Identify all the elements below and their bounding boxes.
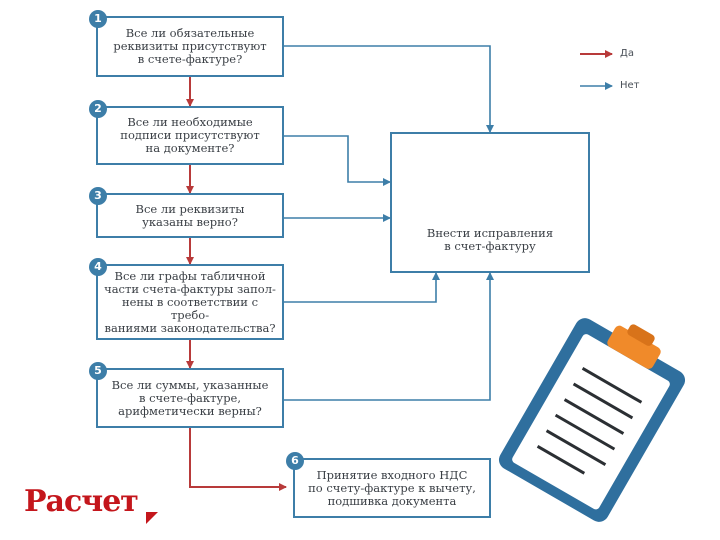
yes-arrows xyxy=(186,77,287,491)
legend-yes-label: Да xyxy=(620,48,634,59)
step-badge-1: 1 xyxy=(89,10,107,28)
step-box-1: Все ли обязательные реквизиты присутству… xyxy=(96,16,284,77)
step-box-2: Все ли необходимые подписи присутствуют … xyxy=(96,106,284,165)
step-text-5: Все ли суммы, указанные в счете-фактуре,… xyxy=(111,377,269,418)
step-badge-3: 3 xyxy=(89,187,107,205)
logo-accent xyxy=(146,512,158,524)
step-text-1: Все ли обязательные реквизиты присутству… xyxy=(113,26,267,66)
no-arrow-1 xyxy=(284,45,494,133)
step-text-2: Все ли необходимые подписи присутствуют … xyxy=(120,115,260,155)
correction-box: Внести исправления в счет-фактуру xyxy=(390,132,590,273)
step-box-4: Все ли графы табличной части счета-факту… xyxy=(96,264,284,340)
step-badge-5: 5 xyxy=(89,362,107,380)
step-badge-2: 2 xyxy=(89,100,107,118)
step-text-4: Все ли графы табличной части счета-факту… xyxy=(104,268,276,335)
step-badge-6: 6 xyxy=(286,452,304,470)
legend-no-label: Нет xyxy=(620,80,640,91)
step-badge-4: 4 xyxy=(89,258,107,276)
step-text-3: Все ли реквизиты указаны верно? xyxy=(135,201,245,229)
clipboard-illustration xyxy=(498,318,686,522)
logo-text: Расчет xyxy=(24,484,139,519)
no-arrow-2 xyxy=(284,135,391,186)
yes-arrow-5-6 xyxy=(189,428,287,491)
step-box-6: Принятие входного НДС по счету-фактуре к… xyxy=(293,458,491,518)
step-box-5: Все ли суммы, указанные в счете-фактуре,… xyxy=(96,368,284,428)
correction-text: Внести исправления в счет-фактуру xyxy=(426,226,554,253)
no-arrow-4 xyxy=(284,272,440,303)
step-box-3: Все ли реквизиты указаны верно? xyxy=(96,193,284,238)
no-arrows xyxy=(284,45,494,401)
step-text-6: Принятие входного НДС по счету-фактуре к… xyxy=(308,467,476,508)
no-arrow-5 xyxy=(284,272,494,401)
